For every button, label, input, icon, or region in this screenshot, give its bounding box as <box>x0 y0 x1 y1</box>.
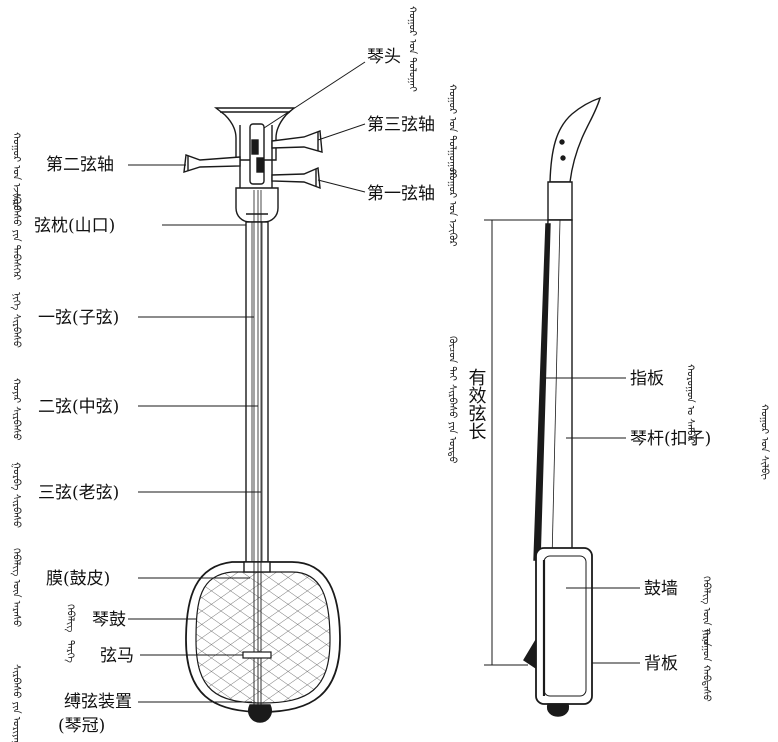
label-back-plate: 背板 <box>644 654 678 674</box>
label-string-1: 一弦(子弦) <box>38 308 119 328</box>
label-head: 琴头 <box>367 47 401 67</box>
label-peg-1: 第一弦轴 <box>367 184 435 204</box>
label-peg-3: 第三弦轴 <box>367 115 435 135</box>
label-drum-wall: 鼓墙 <box>644 579 678 599</box>
mongolian-label: ᠬᠤᠭᠤᠷ ᠤᠨ ᠰᠢᠯᠪᠢ <box>759 404 771 480</box>
mongolian-label: ᠭᠤᠷᠪᠠ ᠰᠢᠷᠪᠡᠰᠦ <box>10 462 22 528</box>
mongolian-label: ᠨᠢᠷᠤᠭᠤᠨ ᠬᠠᠪᠲᠠᠰᠤ <box>701 628 713 702</box>
label-bridge: 弦马 <box>100 646 134 666</box>
peg-3 <box>271 130 323 153</box>
bridge <box>242 651 272 659</box>
label-neck: 琴杆(扣子) <box>630 429 711 449</box>
mongolian-label: ᠬᠤᠭᠤᠷ ᠤᠨ ᠲᠣᠯᠣᠭᠠᠢ <box>407 6 419 92</box>
mongolian-label: ᠬᠤᠭᠤᠷ ᠤᠨ ᠲᠤᠯᠭᠤᠭᠤᠷ <box>447 84 459 178</box>
mongolian-label: ᠬᠤᠭᠤᠷ ᠤᠨ ᠡᠵᠢᠭᠦᠷ <box>447 168 459 247</box>
label-tailpiece: 缚弦装置 <box>64 692 132 712</box>
label-string-2: 二弦(中弦) <box>38 397 119 417</box>
mongolian-label: ᠲᠡᠷᠭᠡ <box>65 640 76 663</box>
peg-1 <box>271 166 321 190</box>
label-tailpiece-2: (琴冠) <box>58 716 105 736</box>
mongolian-label: ᠬᠡᠪᠡᠯᠢᠭ ᠦᠨ ᠬᠠᠨ᠋ᠠ <box>701 576 713 647</box>
side-head <box>549 96 602 183</box>
effective-length-bracket <box>484 219 554 666</box>
label-string-3: 三弦(老弦) <box>38 483 119 503</box>
label-peg-2: 第二弦轴 <box>46 155 114 175</box>
nut-block <box>235 187 279 223</box>
label-effective-length: 有效弦长 <box>466 368 487 440</box>
side-view <box>523 96 602 717</box>
label-nut: 弦枕(山口) <box>34 216 115 236</box>
mongolian-labels: ᠬᠤᠭᠤᠷ ᠤᠨ ᠲᠣᠯᠣᠭᠠᠢ ᠬᠤᠭᠤᠷ ᠤᠨ ᠲᠤᠯᠭᠤᠭᠤᠷ ᠬᠤᠭᠤᠷ… <box>10 6 771 742</box>
tailpiece <box>248 704 272 723</box>
label-drum: 琴鼓 <box>92 610 126 630</box>
mongolian-label: ᠬᠦᠴᠦᠨ ᠲᠡᠢ ᠰᠢᠷᠪᠡᠰᠦ ᠶᠢᠨ ᠤᠷᠲᠤ <box>447 336 459 464</box>
mongolian-label: ᠬᠡᠪᠡᠯᠢᠭ <box>65 604 77 633</box>
mongolian-label: ᠬᠣᠶᠠᠷ ᠰᠢᠷᠪᠡᠰᠦ <box>11 378 22 441</box>
mongolian-label: ᠨᠢᠭᠡ ᠰᠢᠷᠪᠡᠰᠦ <box>11 292 22 348</box>
label-fingerboard: 指板 <box>630 369 664 389</box>
label-membrane: 膜(鼓皮) <box>46 569 110 589</box>
mongolian-label: ᠰᠢᠷᠪᠡᠰᠦ ᠶᠢᠨ ᠳᠡᠪᠡᠰᠬᠡᠷ <box>11 192 23 280</box>
neck <box>245 221 269 571</box>
mongolian-label: ᠰᠢᠷᠪᠡᠰᠦ ᠶᠢᠨ ᠣᠷᠢᠶᠠᠭᠤᠷ <box>11 664 23 742</box>
mongolian-label: ᠬᠤᠭᠤᠷ ᠤᠨ ᠡᠵᠢᠭᠦᠷ <box>11 132 23 211</box>
mongolian-label: ᠬᠡᠪᠡᠯᠢᠭ ᠦᠨ ᠠᠷᠠᠰᠤ <box>11 548 23 627</box>
front-view <box>183 107 341 723</box>
peg-2 <box>183 154 241 173</box>
mongolian-label: ᠬᠤᠷᠤᠭᠤᠨ ᠤ ᠰᠠᠮᠪᠠᠷ <box>685 364 697 444</box>
